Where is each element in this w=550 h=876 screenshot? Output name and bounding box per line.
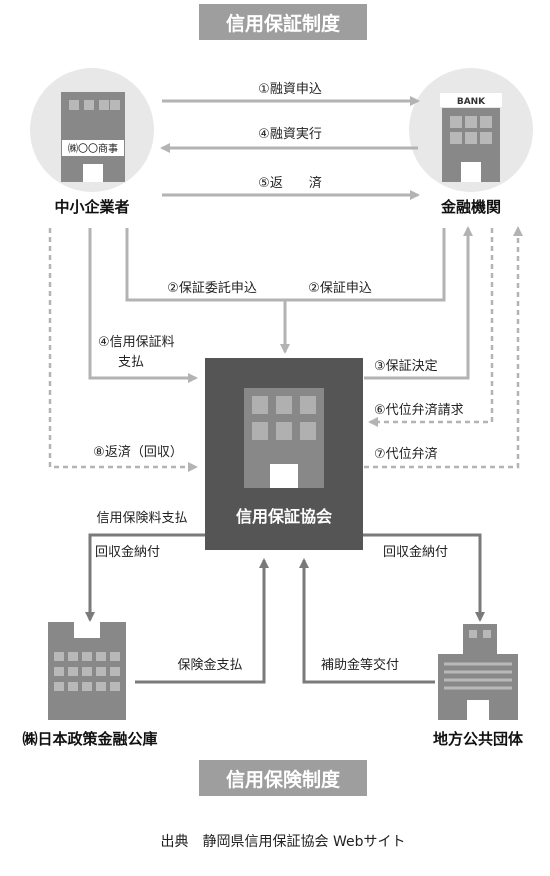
sme-label: 中小企業者 xyxy=(54,198,129,216)
source-credit: 出典 静岡県信用保証協会 Webサイト xyxy=(161,834,406,850)
label-subrogation-claim: ⑥代位弁済請求 xyxy=(374,402,464,418)
arrow-subrogation-payment xyxy=(364,226,523,469)
label-guarantee-application: ②保証申込 xyxy=(308,281,372,296)
association-building-icon xyxy=(244,388,324,488)
label-loan-execution: ④融資実行 xyxy=(258,126,322,142)
arrow-subsidy xyxy=(299,558,435,684)
label-insurance-payment: 保険金支払 xyxy=(177,657,242,673)
bank-label: 金融機関 xyxy=(440,198,501,216)
label-insurance-fee: 信用保険料支払 xyxy=(96,511,187,526)
local-government-building-icon xyxy=(438,624,518,720)
arrow-recovery-local-government xyxy=(363,533,485,622)
label-guarantee-trust-application: ②保証委託申込 xyxy=(167,280,257,296)
title: 信用保証制度 xyxy=(226,12,341,35)
bank-sign-plate xyxy=(440,93,502,107)
sme-sign: ㈱〇〇商事 xyxy=(68,142,118,155)
label-recovery-repayment: ⑧返済（回収） xyxy=(93,444,183,460)
label-loan-application: ①融資申込 xyxy=(258,82,322,97)
jfc-label: ㈱日本政策金融公庫 xyxy=(22,730,157,748)
subtitle: 信用保険制度 xyxy=(226,768,341,791)
label-recovery-left: 回収金納付 xyxy=(95,544,160,560)
bank-node: BANK xyxy=(409,68,533,192)
arrow-insurance-payment xyxy=(135,558,269,684)
bank-sign: BANK xyxy=(457,97,486,107)
label-guarantee-fee-2: 支払 xyxy=(118,355,144,370)
label-subrogation-payment: ⑦代位弁済 xyxy=(374,446,438,462)
sme-node: ㈱〇〇商事 xyxy=(30,68,154,192)
local-government-label: 地方公共団体 xyxy=(433,730,524,748)
label-guarantee-decision: ③保証決定 xyxy=(374,359,438,374)
arrow-subrogation-claim xyxy=(368,228,494,427)
association-label: 信用保証協会 xyxy=(236,507,332,526)
arrow-guarantee-fee xyxy=(88,228,198,383)
label-recovery-right: 回収金納付 xyxy=(383,544,448,560)
jfc-building-icon xyxy=(48,622,126,720)
arrow-recovery-repayment xyxy=(48,228,198,472)
label-subsidy: 補助金等交付 xyxy=(321,657,399,673)
label-repayment: ⑤返 済 xyxy=(258,175,322,191)
arrow-guarantee-decision xyxy=(364,226,473,380)
arrow-insurance-fee-recovery xyxy=(85,533,205,622)
title-box xyxy=(199,4,367,40)
label-guarantee-fee-1: ④信用保証料 xyxy=(98,335,175,350)
subtitle-box xyxy=(199,760,367,796)
